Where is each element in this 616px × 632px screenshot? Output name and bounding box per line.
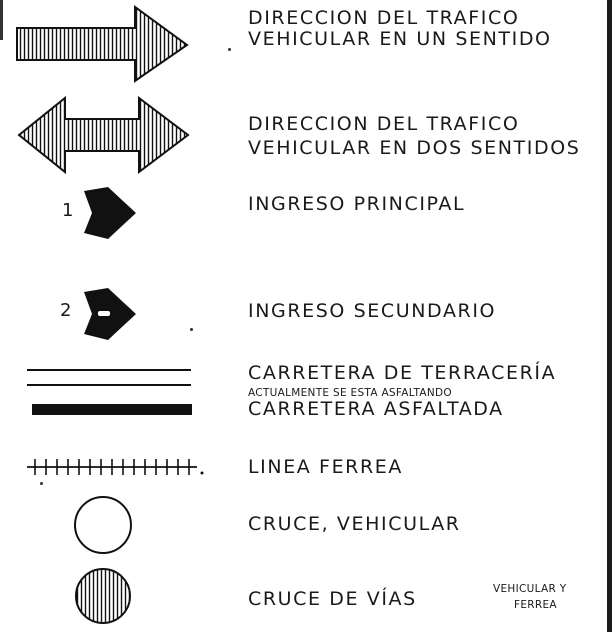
road-rail-crossing-label: CRUCE DE VÍAS <box>248 588 417 610</box>
dirt-road-note: ACTUALMENTE SE ESTA ASFALTANDO <box>248 387 452 399</box>
secondary-entry-label: INGRESO SECUNDARIO <box>248 300 497 322</box>
vehicle-crossing-label: CRUCE, VEHICULAR <box>248 513 461 535</box>
page-border <box>607 0 612 632</box>
one-way-line1: DIRECCION DEL TRAFICO <box>248 7 520 29</box>
hatched-right-arrow-icon <box>16 5 189 83</box>
stray-dot <box>40 482 43 485</box>
one-way-line2: VEHICULAR EN UN SENTIDO <box>248 28 552 50</box>
road-rail-note-line1: VEHICULAR Y <box>493 583 567 595</box>
stray-dot <box>228 48 231 51</box>
dirt-road-label: CARRETERA DE TERRACERÍA <box>248 362 557 384</box>
paved-road-label: CARRETERA ASFALTADA <box>248 398 504 420</box>
main-entry-number: 1 <box>62 200 74 221</box>
solid-entry-arrow-icon <box>84 187 136 239</box>
empty-circle-icon <box>74 496 132 554</box>
two-way-line1: DIRECCION DEL TRAFICO <box>248 113 520 135</box>
solid-entry-arrow-with-gap-icon <box>84 288 136 340</box>
stray-dot <box>190 328 193 331</box>
hatched-circle-icon <box>75 568 131 624</box>
railway-track-icon <box>27 459 204 475</box>
hatched-double-arrow-icon <box>17 95 190 175</box>
main-entry-label: INGRESO PRINCIPAL <box>248 193 466 215</box>
road-rail-note-line2: FERREA <box>514 599 557 611</box>
edge-mark <box>0 0 3 40</box>
secondary-entry-number: 2 <box>60 300 72 321</box>
two-way-line2: VEHICULAR EN DOS SENTIDOS <box>248 137 581 159</box>
railway-label: LINEA FERREA <box>248 456 403 478</box>
thick-black-bar-icon <box>32 404 192 415</box>
double-line-icon <box>27 369 191 386</box>
